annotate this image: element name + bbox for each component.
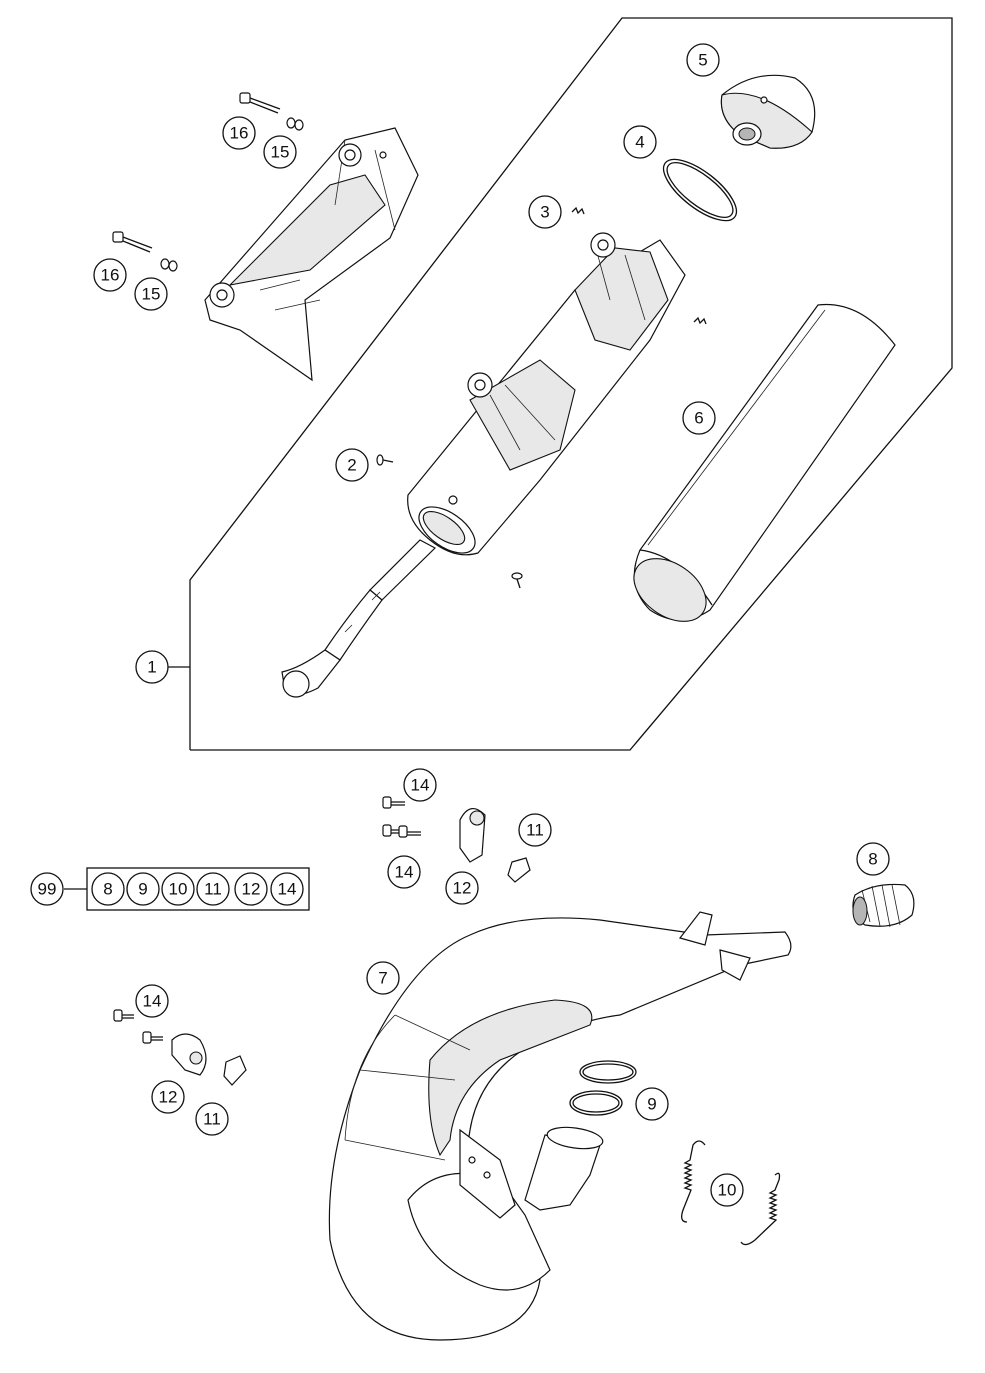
- svg-text:12: 12: [159, 1088, 178, 1107]
- svg-text:10: 10: [718, 1181, 737, 1200]
- silencer-assembly-frame: [168, 17, 953, 751]
- svg-text:9: 9: [138, 880, 147, 899]
- o-ring-pair-drawing: [569, 1060, 637, 1116]
- kit-item-12: 12: [234, 872, 268, 906]
- callout-11-lower: 11: [195, 1102, 229, 1136]
- svg-text:11: 11: [204, 880, 222, 899]
- svg-text:16: 16: [230, 124, 249, 143]
- svg-text:99: 99: [38, 880, 57, 899]
- kit-item-11: 11: [196, 872, 230, 906]
- o-ring-drawing: [662, 158, 738, 222]
- silencer-end-cap-drawing: [720, 74, 816, 149]
- svg-text:9: 9: [647, 1095, 656, 1114]
- svg-text:10: 10: [169, 880, 188, 899]
- svg-text:12: 12: [242, 880, 261, 899]
- svg-text:8: 8: [868, 850, 877, 869]
- svg-text:16: 16: [101, 266, 120, 285]
- callout-14-top: 14: [403, 768, 437, 802]
- svg-text:14: 14: [278, 880, 297, 899]
- callout-12-lower: 12: [151, 1080, 185, 1114]
- svg-text:14: 14: [395, 863, 414, 882]
- svg-text:6: 6: [694, 409, 703, 428]
- rivet-drawing: [376, 454, 523, 589]
- callout-15-upper: 15: [263, 135, 297, 169]
- callout-2: 2: [335, 448, 369, 482]
- callout-1: 1: [135, 650, 169, 684]
- kit-item-9: 9: [126, 872, 160, 906]
- spring-pair-drawing: [681, 1140, 781, 1246]
- svg-text:14: 14: [143, 992, 162, 1011]
- svg-text:1: 1: [147, 658, 156, 677]
- callout-3: 3: [528, 195, 562, 229]
- bolt-and-washer-set-lower: [112, 231, 178, 272]
- callout-5: 5: [686, 43, 720, 77]
- mounting-hardware-upper: [382, 796, 531, 883]
- kit-item-10: 10: [161, 872, 195, 906]
- svg-text:12: 12: [453, 879, 472, 898]
- svg-text:11: 11: [526, 821, 544, 840]
- kit-99-group: [64, 867, 310, 911]
- callout-6: 6: [682, 401, 716, 435]
- callout-14-lower: 14: [135, 984, 169, 1018]
- callout-4: 4: [623, 125, 657, 159]
- callout-9: 9: [635, 1087, 669, 1121]
- mounting-hardware-lower: [113, 1009, 247, 1086]
- callout-11-upper: 11: [518, 813, 552, 847]
- svg-text:3: 3: [540, 203, 549, 222]
- silencer-outer-tube-drawing: [633, 303, 896, 622]
- svg-text:15: 15: [271, 143, 290, 162]
- svg-text:8: 8: [103, 880, 112, 899]
- svg-text:2: 2: [347, 456, 356, 475]
- bolt-and-washer-set-upper: [239, 92, 304, 131]
- callout-10: 10: [710, 1173, 744, 1207]
- callout-7: 7: [366, 961, 400, 995]
- kit-item-14: 14: [270, 872, 304, 906]
- callout-8: 8: [856, 842, 890, 876]
- silencer-heat-guard-drawing: [204, 127, 419, 382]
- callout-99: 99: [30, 872, 64, 906]
- exhaust-sleeve-drawing: [852, 883, 915, 928]
- callout-14-middle: 14: [387, 855, 421, 889]
- svg-text:5: 5: [698, 51, 707, 70]
- callout-12-upper: 12: [445, 871, 479, 905]
- svg-text:15: 15: [142, 285, 161, 304]
- exhaust-pipe-drawing: [328, 911, 792, 1341]
- svg-text:11: 11: [203, 1110, 221, 1129]
- callout-15-lower: 15: [134, 277, 168, 311]
- svg-text:4: 4: [635, 133, 644, 152]
- kit-item-8: 8: [91, 872, 125, 906]
- small-spring-drawing: [571, 206, 707, 325]
- callout-16-upper: 16: [222, 116, 256, 150]
- callout-16-lower: 16: [93, 258, 127, 292]
- svg-text:7: 7: [378, 969, 387, 988]
- silencer-body-drawing: [281, 232, 686, 698]
- svg-text:14: 14: [411, 776, 430, 795]
